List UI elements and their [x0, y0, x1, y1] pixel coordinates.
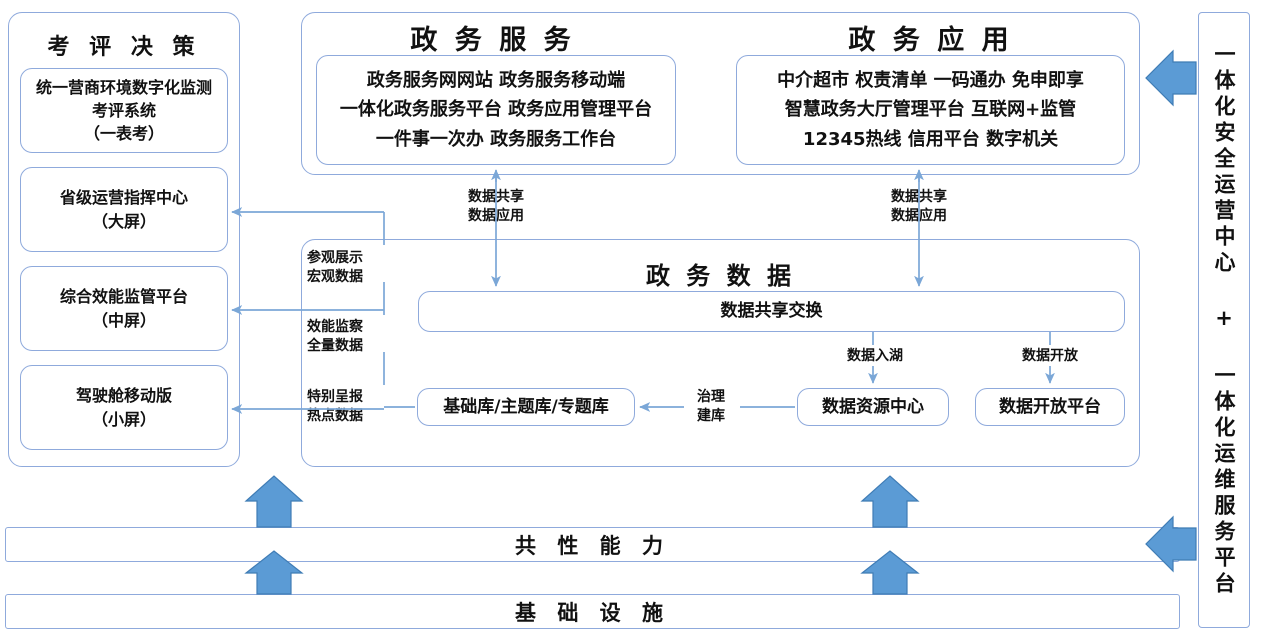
label-share-apply-left: 数据共享 数据应用 — [452, 188, 540, 226]
gov-service-box[interactable]: 政务服务网网站 政务服务移动端 一体化政务服务平台 政务应用管理平台 一件事一次… — [316, 55, 676, 165]
library-label: 基础库/主题库/专题库 — [443, 396, 609, 417]
label-visit-display: 参观展示 宏观数据 — [307, 249, 381, 287]
left-item-label: 统一营商环境数字化监测 考评系统 （一表考） — [35, 77, 212, 144]
security-ops-bar[interactable]: 一体化安全运营中心 + 一体化运维服务平台 — [1198, 12, 1250, 628]
label-efficiency-inspection: 效能监察 全量数据 — [307, 318, 381, 356]
left-item-label: 综合效能监管平台 （中屏） — [59, 287, 188, 330]
data-exchange-label: 数据共享交换 — [720, 301, 823, 322]
label-special-report: 特别呈报 热点数据 — [307, 388, 381, 426]
common-capability-label: 共 性 能 力 — [515, 533, 670, 558]
gov-data-panel: 政 务 数 据 — [301, 239, 1140, 467]
block-arrow-up-left — [244, 475, 304, 528]
label-govern-build: 治理 建库 — [687, 388, 735, 426]
label-data-open: 数据开放 — [1013, 347, 1087, 366]
left-item-label: 驾驶舱移动版 （小屏） — [75, 386, 172, 429]
label-share-apply-right: 数据共享 数据应用 — [875, 188, 963, 226]
left-item-provincial-command-center[interactable]: 省级运营指挥中心 （大屏） — [20, 167, 228, 252]
security-ops-label: 一体化安全运营中心 + 一体化运维服务平台 — [1212, 42, 1236, 598]
data-resource-center-box[interactable]: 数据资源中心 — [797, 388, 949, 426]
gov-application-box[interactable]: 中介超市 权责清单 一码通办 免申即享 智慧政务大厅管理平台 互联网+监管 12… — [736, 55, 1125, 165]
gov-application-lines: 中介超市 权责清单 一码通办 免申即享 智慧政务大厅管理平台 互联网+监管 12… — [777, 70, 1084, 150]
gov-service-lines: 政务服务网网站 政务服务移动端 一体化政务服务平台 政务应用管理平台 一件事一次… — [339, 70, 653, 150]
data-resource-center-label: 数据资源中心 — [822, 396, 924, 417]
gov-application-title: 政 务 应 用 — [848, 25, 1013, 56]
gov-data-title: 政 务 数 据 — [645, 262, 796, 290]
data-open-platform-label: 数据开放平台 — [999, 396, 1101, 417]
infrastructure-label: 基 础 设 施 — [515, 600, 670, 625]
block-arrow-up-right — [860, 475, 920, 528]
left-item-label: 省级运营指挥中心 （大屏） — [59, 188, 188, 231]
infrastructure-bar[interactable]: 基 础 设 施 — [5, 594, 1180, 629]
left-column-title: 考 评 决 策 — [47, 35, 201, 60]
left-item-cockpit-mobile[interactable]: 驾驶舱移动版 （小屏） — [20, 365, 228, 450]
label-data-lake: 数据入湖 — [838, 347, 912, 366]
gov-service-title: 政 务 服 务 — [410, 25, 575, 56]
block-arrow-left-top — [1145, 49, 1197, 107]
data-exchange-box[interactable]: 数据共享交换 — [418, 291, 1125, 332]
library-box[interactable]: 基础库/主题库/专题库 — [417, 388, 635, 426]
left-item-assessment-system[interactable]: 统一营商环境数字化监测 考评系统 （一表考） — [20, 68, 228, 153]
common-capability-bar[interactable]: 共 性 能 力 — [5, 527, 1180, 562]
data-open-platform-box[interactable]: 数据开放平台 — [975, 388, 1125, 426]
left-item-efficiency-platform[interactable]: 综合效能监管平台 （中屏） — [20, 266, 228, 351]
